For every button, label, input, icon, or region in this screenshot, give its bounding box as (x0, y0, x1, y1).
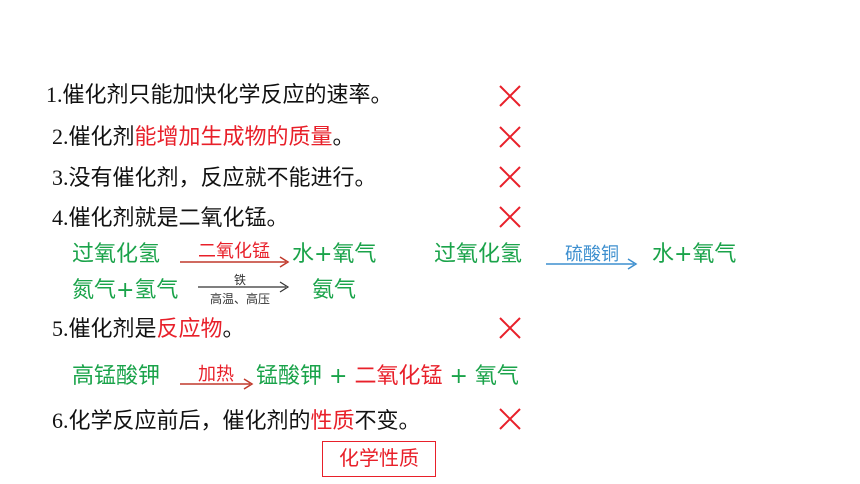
reaction-4-product-1: 锰酸钾 (256, 364, 323, 389)
reaction-1-catalyst: 二氧化锰 (198, 241, 270, 262)
highlight-text: 性质 (310, 409, 355, 434)
statement-6: 6.化学反应前后，催化剂的性质不变。 (52, 408, 421, 435)
reaction-3-reactant: 氮气+氢气 (72, 278, 179, 303)
statement-number: 6. (52, 408, 69, 433)
highlight-text: 反应物 (156, 317, 223, 342)
statement-text: 催化剂就是二氧化锰。 (68, 206, 289, 231)
reaction-4-arrow-icon (180, 378, 254, 390)
statement-2: 2.催化剂能增加生成物的质量。 (52, 124, 355, 151)
chemical-property-tag: 化学性质 (322, 441, 436, 477)
reaction-1-reactant: 过氧化氢 (72, 242, 161, 267)
reaction-2-arrow-icon (546, 258, 638, 270)
statement-text: 催化剂是 (68, 317, 157, 342)
reaction-2-products: 水+氧气 (652, 242, 737, 267)
statement-text: 化学反应前后，催化剂的 (68, 409, 311, 434)
reaction-1-products: 水+氧气 (292, 242, 377, 267)
statement-text: 。 (222, 317, 245, 342)
reaction-3-catalyst: 铁 (233, 273, 246, 287)
statement-number: 1. (46, 82, 63, 107)
reaction-4-product-3: 氧气 (474, 364, 519, 389)
reaction-2-reactant: 过氧化氢 (434, 242, 523, 267)
statement-text: 没有催化剂，反应就不能进行。 (68, 166, 377, 191)
reaction-3-conditions: 高温、高压 (209, 292, 270, 306)
plus-sign: + (449, 364, 468, 389)
reaction-4-condition: 加热 (198, 364, 234, 385)
statement-4: 4.催化剂就是二氧化锰。 (52, 205, 289, 232)
statement-text: 。 (332, 125, 355, 150)
statement-text: 催化剂只能加快化学反应的速率。 (62, 83, 393, 108)
reaction-3-arrow-icon (198, 281, 290, 293)
reaction-2-catalyst: 硫酸铜 (565, 244, 619, 265)
wrong-mark-icon (499, 317, 521, 339)
statement-number: 4. (52, 205, 69, 230)
wrong-mark-icon (499, 408, 521, 430)
reaction-4-product-2: 二氧化锰 (354, 364, 443, 389)
statement-text: 不变。 (354, 409, 421, 434)
reaction-4-products: 锰酸钾 + 二氧化锰 + 氧气 (256, 364, 519, 390)
statement-5: 5.催化剂是反应物。 (52, 316, 245, 343)
statement-3: 3.没有催化剂，反应就不能进行。 (52, 165, 377, 192)
wrong-mark-icon (499, 126, 521, 148)
highlight-text: 能增加生成物的质量 (134, 125, 333, 150)
statement-number: 3. (52, 165, 69, 190)
wrong-mark-icon (499, 85, 521, 107)
statement-number: 5. (52, 316, 69, 341)
statement-1: 1.催化剂只能加快化学反应的速率。 (46, 82, 393, 109)
plus-sign: + (329, 364, 348, 389)
wrong-mark-icon (499, 206, 521, 228)
reaction-3-products: 氨气 (312, 278, 357, 303)
statement-text: 催化剂 (68, 125, 135, 150)
reaction-4-reactant: 高锰酸钾 (72, 364, 161, 389)
statement-number: 2. (52, 124, 69, 149)
wrong-mark-icon (499, 166, 521, 188)
reaction-1-arrow-icon (180, 256, 290, 268)
